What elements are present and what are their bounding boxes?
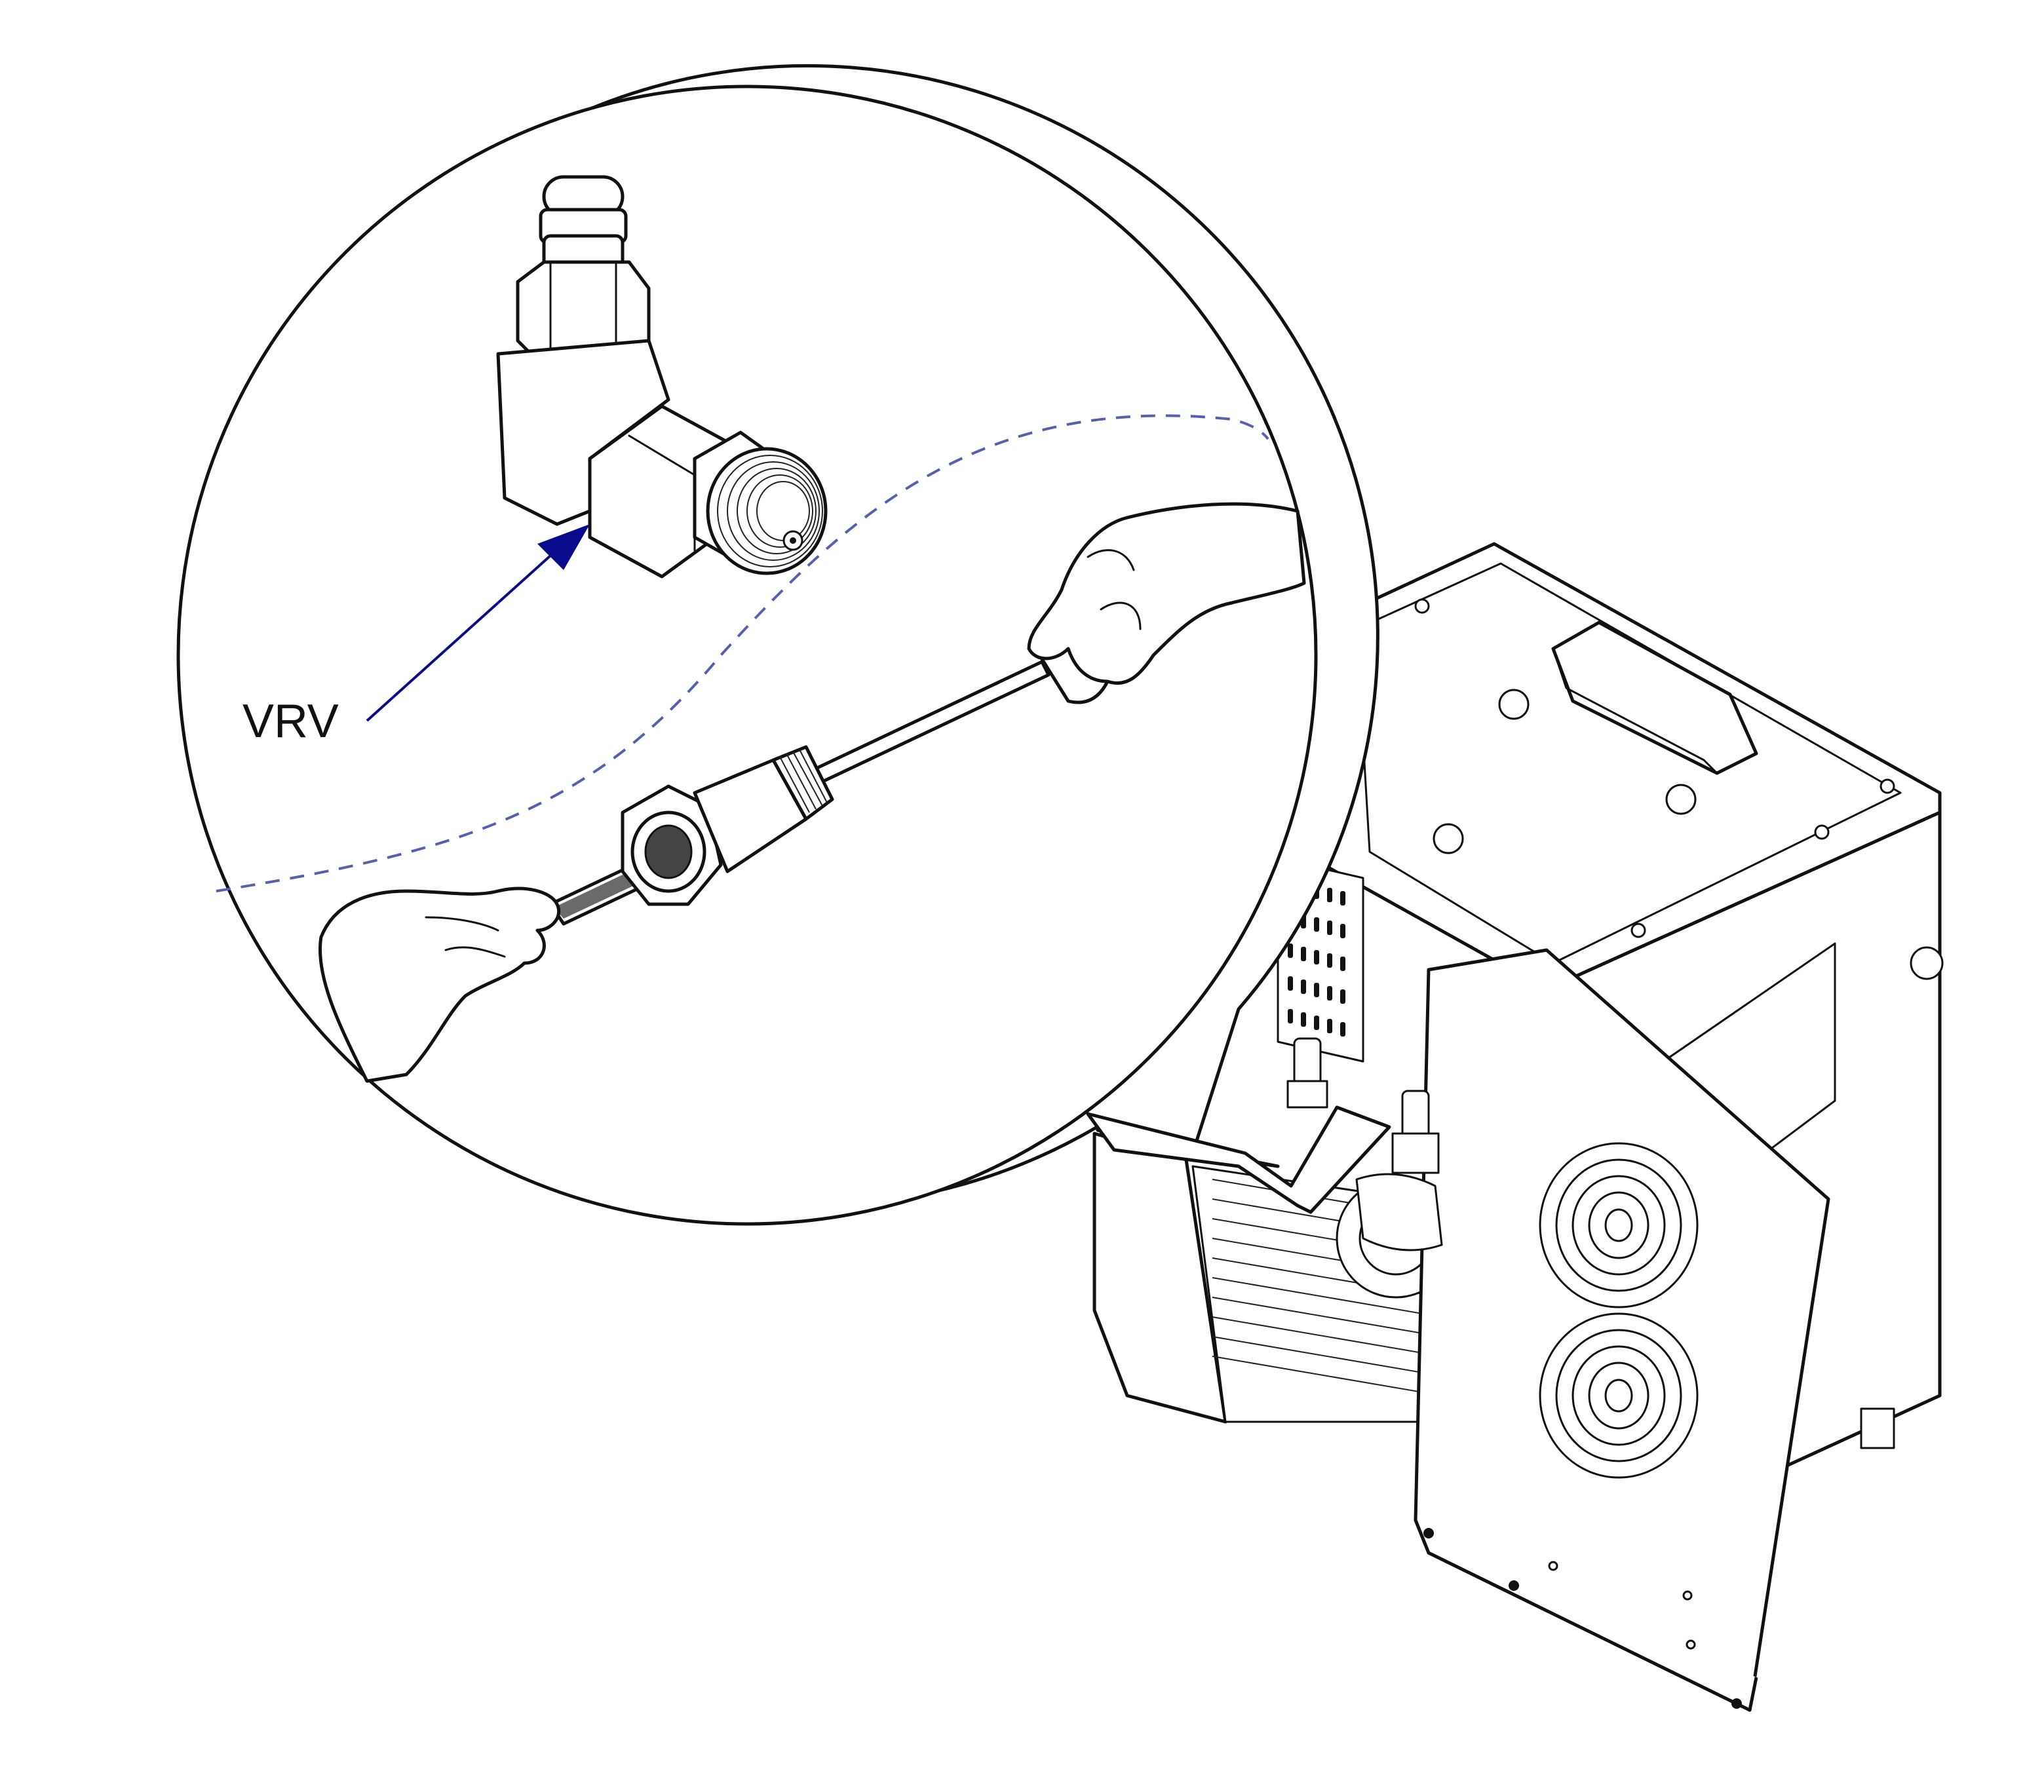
fan-guard-icon <box>1539 1312 1699 1479</box>
junction-box <box>1551 620 1758 775</box>
valve-icon <box>496 175 828 579</box>
top-bolt-3 <box>1433 823 1464 854</box>
machine-fitting-vrv <box>1355 1090 1443 1251</box>
vrv-label: VRV <box>242 695 339 748</box>
detail-magnifier: VRV <box>176 64 1391 1226</box>
fan-guard-icon <box>1539 1142 1699 1308</box>
magnifier-tail <box>1086 1105 1391 1214</box>
side-port <box>1910 946 1944 980</box>
top-panel-inner-rim <box>1355 562 1902 964</box>
top-bolt-2 <box>1665 784 1697 815</box>
machine-unit <box>1092 542 1944 1712</box>
machine-fitting-left <box>1286 1037 1328 1109</box>
hand-icon <box>318 886 561 1083</box>
machine-foot <box>1860 1407 1895 1449</box>
dashed-cut-line <box>216 414 1269 892</box>
hand-icon <box>1027 502 1306 685</box>
valve-cross-section <box>621 745 834 906</box>
top-bolt-1 <box>1498 689 1530 720</box>
pointer-arrow-icon <box>366 524 590 722</box>
